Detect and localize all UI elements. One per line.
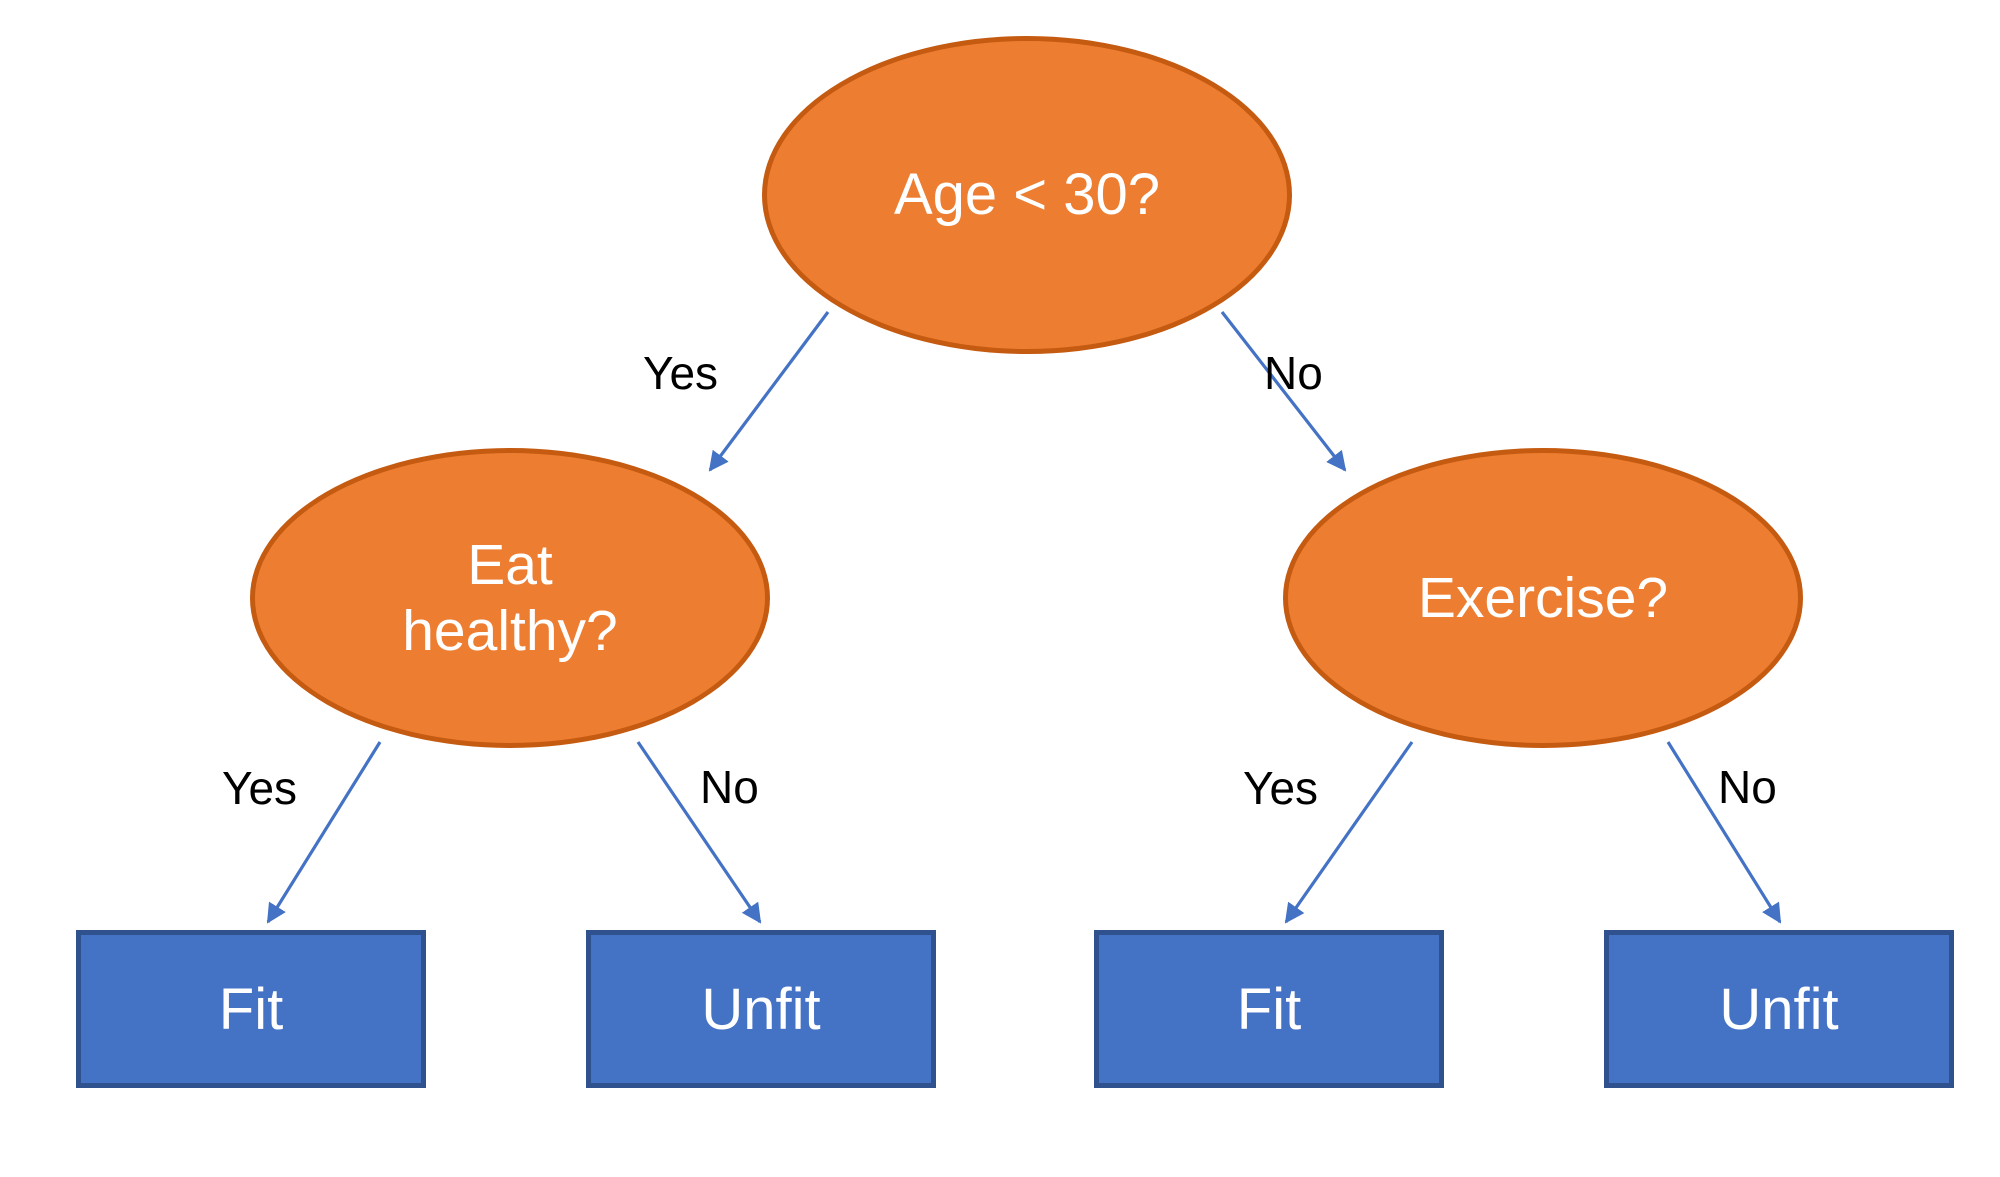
edge-label-root-yes: Yes (643, 347, 719, 399)
leaf-node-fit-right[interactable]: Fit (1094, 930, 1444, 1088)
edge-root-to-eat-healthy (708, 311, 830, 472)
leaf-node-unfit-right[interactable]: Unfit (1604, 930, 1954, 1088)
edge-label-exercise-yes: Yes (1243, 762, 1319, 814)
decision-node-root[interactable]: Age < 30? (762, 36, 1292, 354)
decision-node-eat-healthy[interactable]: Eat healthy? (250, 448, 770, 748)
leaf-node-unfit-left[interactable]: Unfit (586, 930, 936, 1088)
edge-label-eat-healthy-yes: Yes (222, 762, 298, 814)
edge-label-eat-healthy-no: No (700, 761, 759, 813)
leaf-node-fit-left[interactable]: Fit (76, 930, 426, 1088)
edge-label-exercise-no: No (1718, 761, 1777, 813)
decision-node-exercise[interactable]: Exercise? (1283, 448, 1803, 748)
edge-label-root-no: No (1264, 347, 1323, 399)
